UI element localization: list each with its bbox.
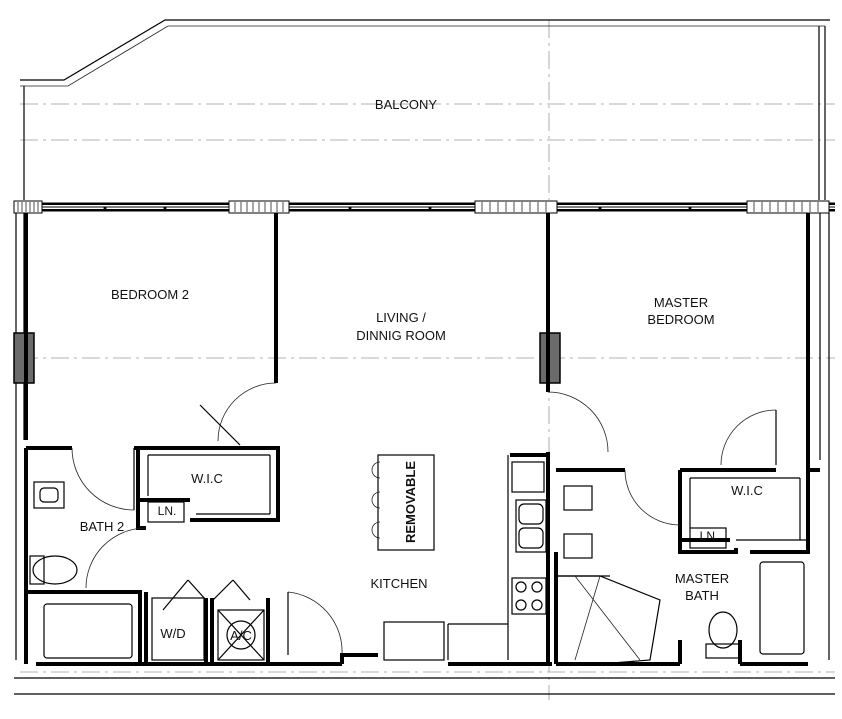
label-master-line1: MASTER xyxy=(654,295,708,310)
label-kitchen: KITCHEN xyxy=(370,576,427,591)
label-ac: A/C xyxy=(230,628,252,643)
refrigerator xyxy=(383,621,445,661)
label-master-line2: BEDROOM xyxy=(647,312,714,327)
label-removable-island: REMOVABLE xyxy=(403,461,418,543)
fixtures xyxy=(29,454,805,661)
window-panel xyxy=(474,200,558,214)
label-master-bath-line2: BATH xyxy=(685,588,719,603)
label-bath-2: BATH 2 xyxy=(80,519,125,534)
bathtub xyxy=(43,603,133,659)
room-labels: BALCONY BEDROOM 2 LIVING / DINNIG ROOM M… xyxy=(80,97,763,643)
toilet xyxy=(32,555,78,585)
bathtub xyxy=(759,561,805,655)
sink xyxy=(563,485,593,511)
balcony-outline xyxy=(20,19,830,200)
label-washer-dryer: W/D xyxy=(160,626,185,641)
label-wic-right: W.I.C xyxy=(731,483,763,498)
sink xyxy=(33,481,65,509)
door-swings xyxy=(71,382,777,665)
exterior-top-wall xyxy=(13,200,835,214)
label-living-line1: LIVING / xyxy=(376,310,426,325)
interior-walls xyxy=(24,213,820,664)
kitchen-sink xyxy=(515,499,547,553)
sink xyxy=(563,533,593,559)
label-living-line2: DINNIG ROOM xyxy=(356,328,446,343)
washer-dryer xyxy=(151,597,205,661)
kitchen-island xyxy=(377,454,435,551)
label-linen-right: LN. xyxy=(700,529,719,543)
ac-unit xyxy=(217,609,265,661)
label-master-bath-line1: MASTER xyxy=(675,571,729,586)
label-wic-left: W.I.C xyxy=(191,471,223,486)
window-panel xyxy=(746,200,830,214)
label-balcony: BALCONY xyxy=(375,97,437,112)
toilet xyxy=(708,611,738,649)
label-bedroom-2: BEDROOM 2 xyxy=(111,287,189,302)
label-linen-left: LN. xyxy=(158,504,177,518)
cooktop xyxy=(511,577,547,615)
